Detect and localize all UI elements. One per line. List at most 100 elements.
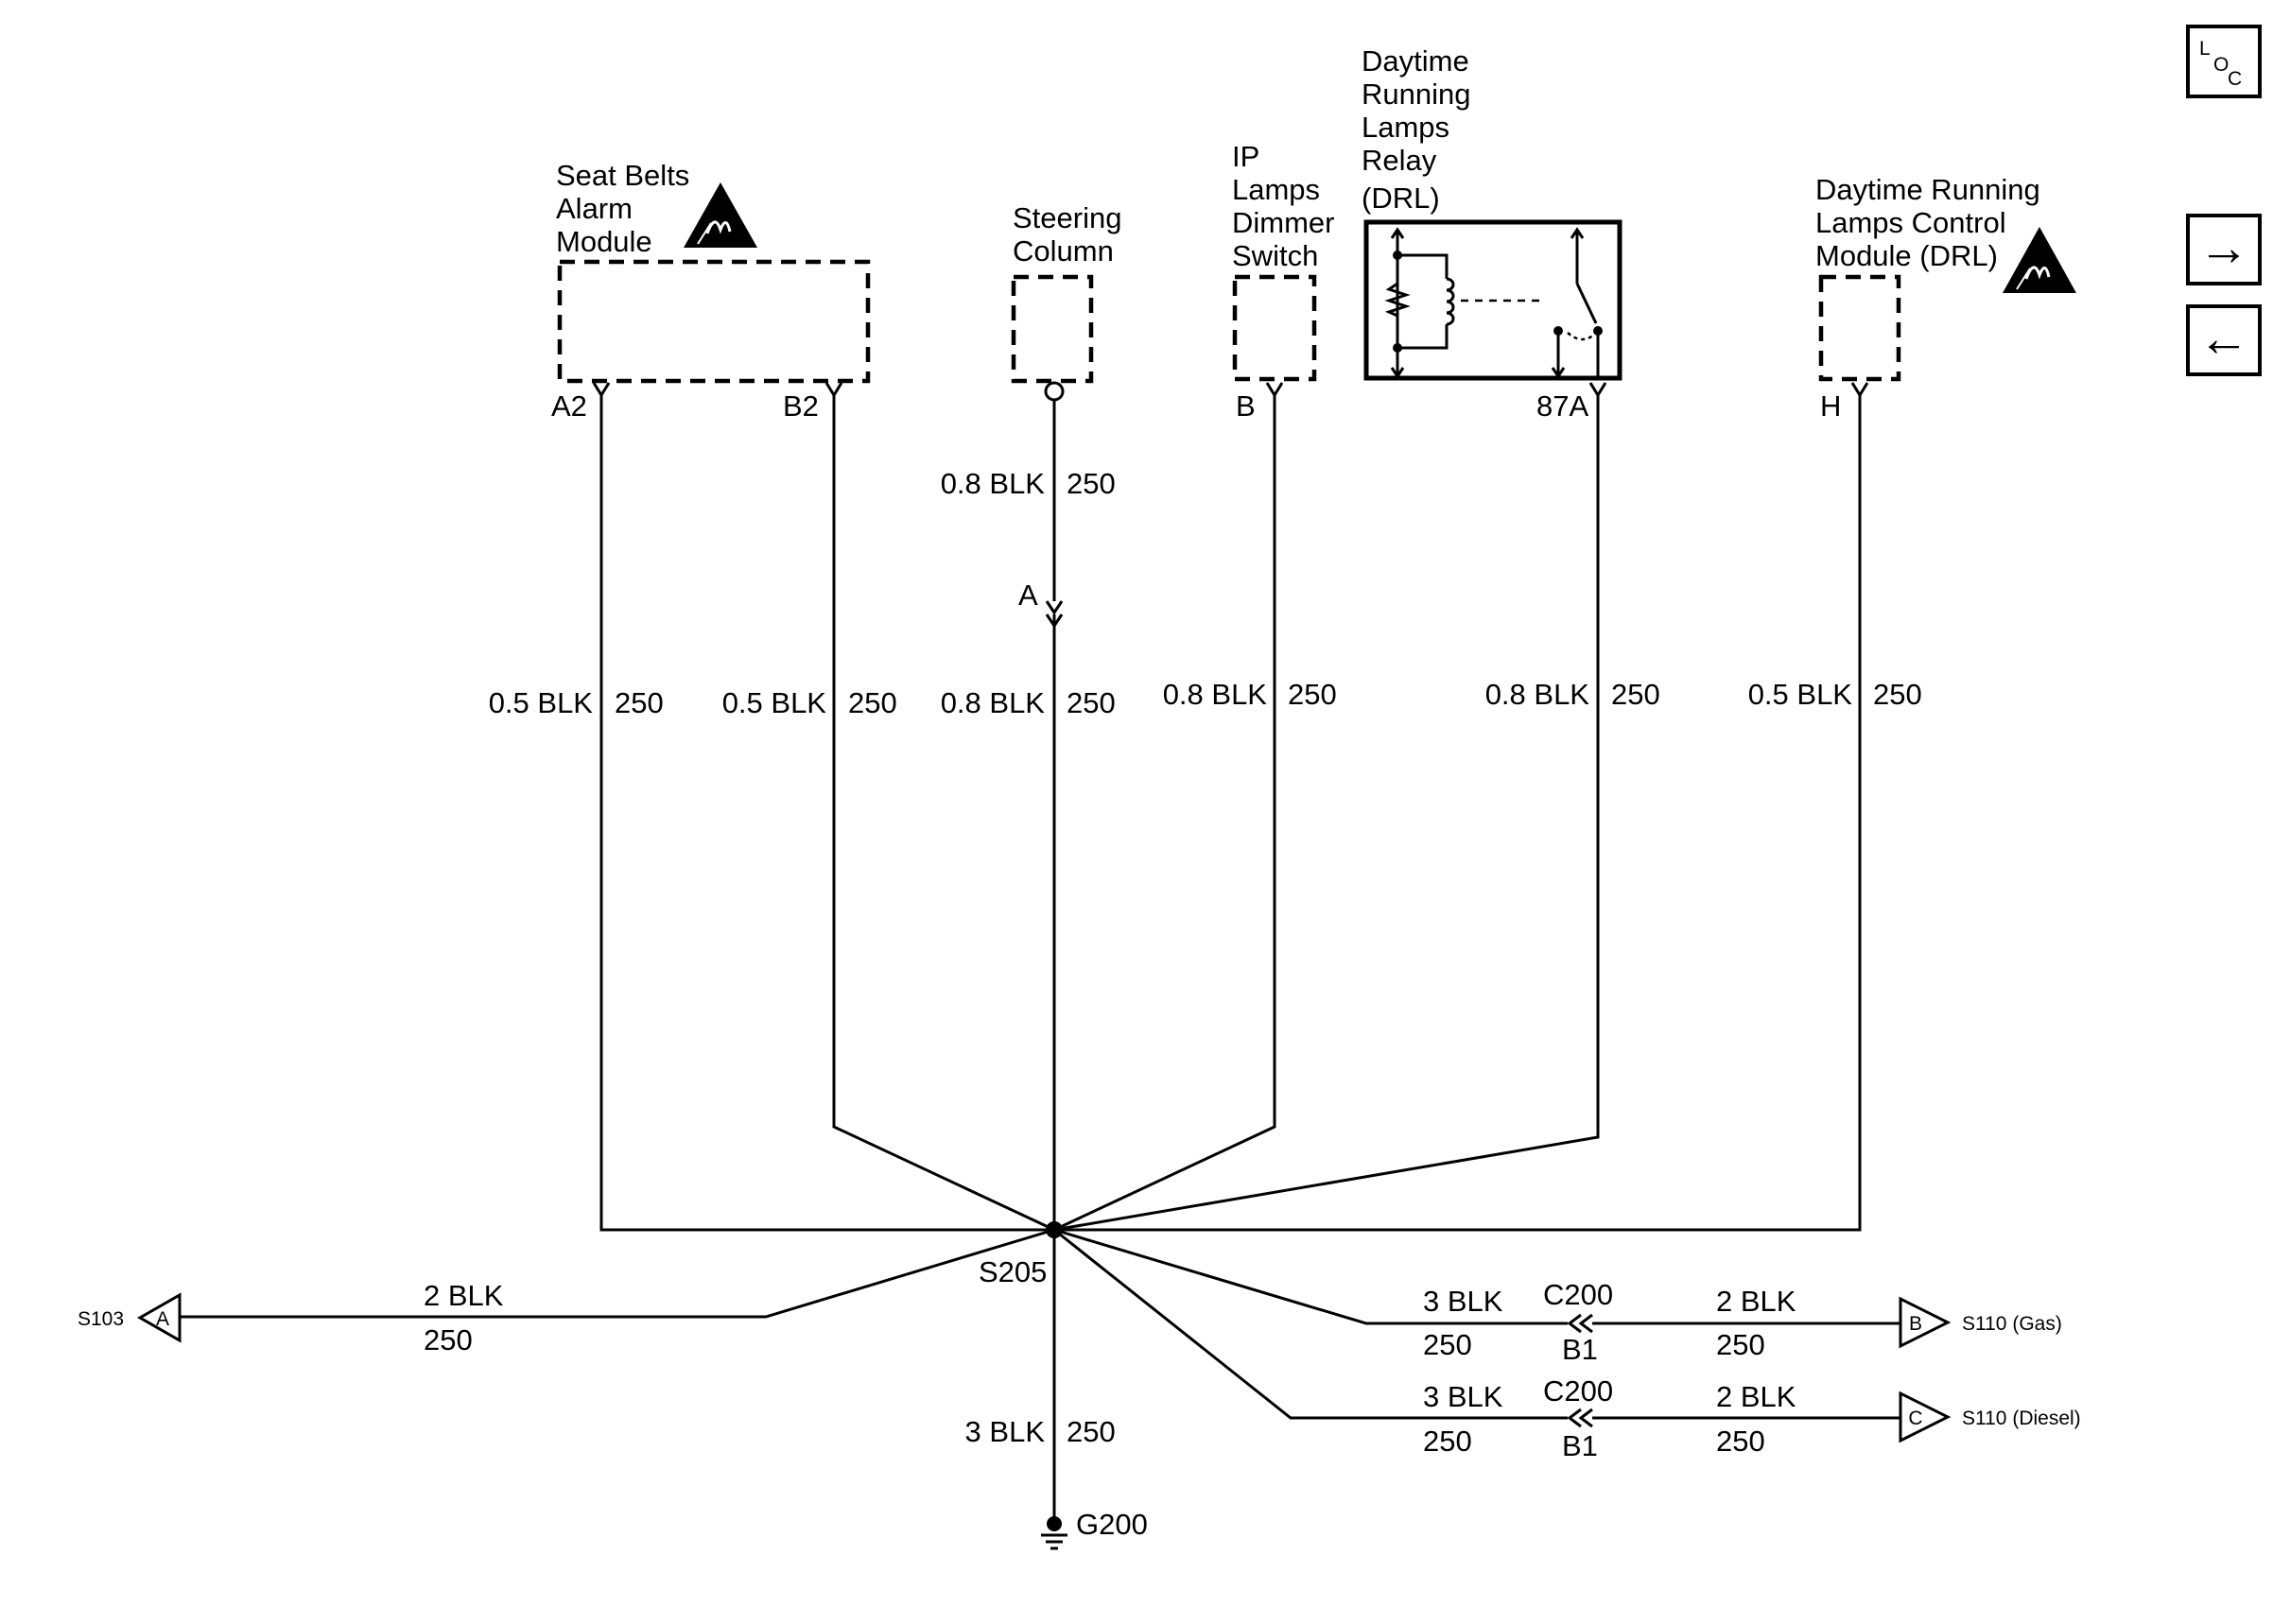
wire-steering-upper-circuit: 250: [1067, 467, 1116, 500]
wire-diesel-in-circuit: 250: [1423, 1425, 1472, 1458]
loc-button[interactable]: L O C: [2186, 25, 2262, 98]
offpage-connector-s110-gas: B S110 (Gas): [1899, 1296, 2062, 1349]
ground-g200-label: G200: [1076, 1508, 1148, 1541]
esd-warning-icon: [684, 182, 757, 248]
seat-belts-title-line-2: Alarm: [556, 192, 633, 225]
wire-to-s103: 2 BLK 250: [180, 1228, 1055, 1356]
wire-relay: 0.8 BLK 250: [1053, 395, 1660, 1232]
steering-column: Steering Column: [1011, 201, 1121, 402]
loc-letter-c: C: [2228, 68, 2242, 90]
relay-title-line-4: Relay: [1362, 144, 1437, 177]
drl-module-box: [1818, 274, 1901, 382]
steering-title-line-2: Column: [1013, 234, 1114, 268]
wire-diesel-out-circuit: 250: [1716, 1425, 1765, 1458]
prev-page-button[interactable]: ←: [2186, 304, 2262, 376]
left-arrow-icon: ←: [2198, 310, 2249, 367]
wire-gas-out-circuit: 250: [1716, 1328, 1765, 1361]
wire-module: 0.5 BLK 250: [1054, 395, 1922, 1232]
wire-seat-b2-gauge: 0.5 BLK: [722, 686, 827, 719]
wire-seat-a2: 0.5 BLK 250: [489, 395, 1054, 1232]
splice-dot-icon: [1046, 1221, 1063, 1238]
esd-warning-icon: [2003, 227, 2076, 293]
wire-seat-a2-gauge: 0.5 BLK: [489, 686, 594, 719]
connector-c200-gas-name: C200: [1543, 1278, 1613, 1311]
drl-relay: Daytime Running Lamps Relay (DRL): [1362, 44, 1622, 423]
offpage-connector-s103: A S103: [78, 1292, 182, 1343]
seat-belts-alarm-module: Seat Belts Alarm Module A2 B2: [551, 159, 871, 423]
pin-87a-label: 87A: [1536, 389, 1588, 423]
module-title-line-1: Daytime Running: [1815, 173, 2040, 206]
relay-title-line-3: Lamps: [1362, 111, 1449, 144]
pin-87a-terminal-icon: [1588, 382, 1607, 398]
pin-b2-terminal-icon: [824, 382, 843, 398]
wire-gas: 3 BLK 250 C200 B1 2 BLK 250: [1053, 1228, 1900, 1366]
offpage-arrow-icon: [1899, 1391, 1952, 1443]
wire-module-circuit: 250: [1873, 678, 1922, 711]
relay-title-line-2: Running: [1362, 78, 1470, 111]
loc-letter-l: L: [2199, 38, 2211, 60]
pin-b2-label: B2: [783, 389, 819, 423]
wire-ground-circuit: 250: [1067, 1415, 1116, 1448]
relay-box: [1363, 219, 1622, 381]
dimmer-title-line-3: Dimmer: [1232, 206, 1335, 239]
relay-title-line-5: (DRL): [1362, 181, 1440, 215]
offpage-gas-label: S110 (Gas): [1962, 1313, 2062, 1335]
connector-c200-gas-pin: B1: [1562, 1333, 1598, 1366]
dimmer-title-line-2: Lamps: [1232, 173, 1320, 206]
wire-module-gauge: 0.5 BLK: [1748, 678, 1853, 711]
wire-diesel-in-gauge: 3 BLK: [1423, 1380, 1503, 1413]
seat-belts-title-line-1: Seat Belts: [556, 159, 689, 192]
offpage-arrow-icon: [1899, 1296, 1952, 1349]
module-title-line-3: Module (DRL): [1815, 239, 1998, 272]
wire-seat-b2-circuit: 250: [848, 686, 897, 719]
drl-control-module: Daytime Running Lamps Control Module (DR…: [1815, 173, 2076, 423]
inline-connector-a-label: A: [1018, 579, 1038, 612]
offpage-s103-letter: A: [156, 1308, 169, 1330]
wire-steering-lower-circuit: 250: [1067, 686, 1116, 719]
wire-steering-upper: 0.8 BLK 250: [941, 400, 1116, 601]
next-page-button[interactable]: →: [2186, 214, 2262, 285]
wire-ground: 3 BLK 250: [965, 1230, 1116, 1524]
steering-column-box: [1011, 274, 1094, 384]
wire-steering-lower: 0.8 BLK 250: [941, 614, 1116, 1230]
wire-diesel-out-gauge: 2 BLK: [1716, 1380, 1796, 1413]
pin-a2-label: A2: [551, 389, 587, 423]
pin-h-terminal-icon: [1850, 382, 1869, 398]
wire-gas-out-gauge: 2 BLK: [1716, 1285, 1796, 1318]
dimmer-title-line-1: IP: [1232, 140, 1259, 173]
offpage-gas-letter: B: [1909, 1313, 1922, 1335]
steering-terminal-icon: [1044, 381, 1065, 402]
wire-seat-a2-circuit: 250: [615, 686, 664, 719]
dimmer-switch-box: [1232, 274, 1317, 382]
wire-dimmer-gauge: 0.8 BLK: [1163, 678, 1268, 711]
pin-b-label: B: [1236, 389, 1256, 423]
connector-c200-diesel-pin: B1: [1562, 1429, 1598, 1462]
offpage-arrow-icon: [136, 1292, 182, 1343]
connector-c200-diesel-name: C200: [1543, 1374, 1613, 1408]
pin-a2-terminal-icon: [592, 382, 611, 398]
ip-lamps-dimmer-switch: IP Lamps Dimmer Switch B: [1232, 140, 1335, 423]
connector-c200-diesel-icon: [1567, 1408, 1582, 1428]
wire-gas-in-circuit: 250: [1423, 1328, 1472, 1361]
wire-s103-circuit: 250: [424, 1323, 473, 1356]
wire-relay-gauge: 0.8 BLK: [1485, 678, 1590, 711]
right-arrow-icon: →: [2198, 219, 2249, 276]
relay-title-line-1: Daytime: [1362, 44, 1469, 78]
loc-letter-o: O: [2213, 54, 2229, 76]
offpage-diesel-letter: C: [1908, 1408, 1922, 1429]
dimmer-title-line-4: Switch: [1232, 239, 1318, 272]
ground-symbol-icon: G200: [1041, 1508, 1148, 1550]
wire-steering-lower-gauge: 0.8 BLK: [941, 686, 1046, 719]
pin-b-terminal-icon: [1265, 382, 1284, 398]
splice-s205: S205: [979, 1221, 1063, 1288]
offpage-diesel-label: S110 (Diesel): [1962, 1408, 2081, 1429]
wire-diesel: 3 BLK 250 C200 B1 2 BLK 250: [1053, 1228, 1900, 1462]
wire-gas-in-gauge: 3 BLK: [1423, 1285, 1503, 1318]
seat-belts-title-line-3: Module: [556, 225, 652, 258]
seat-belts-module-box: [557, 259, 871, 384]
wire-seat-b2: 0.5 BLK 250: [722, 395, 1055, 1232]
pin-h-label: H: [1820, 389, 1841, 423]
wire-dimmer-circuit: 250: [1288, 678, 1337, 711]
offpage-s103-label: S103: [78, 1308, 124, 1330]
